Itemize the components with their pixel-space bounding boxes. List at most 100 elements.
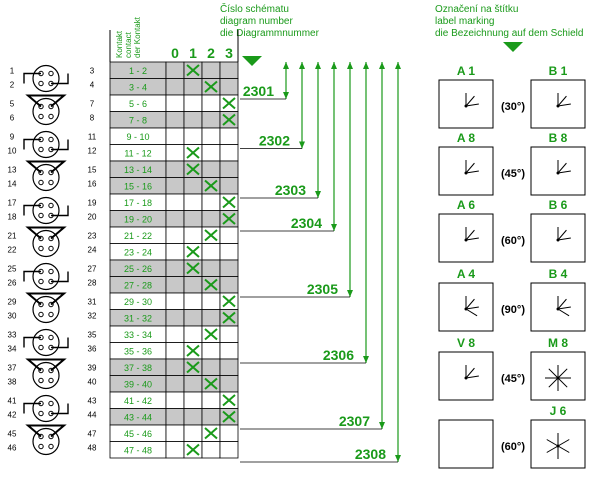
switch-cell [219, 259, 239, 277]
marking-code: A 8 [457, 131, 476, 145]
marking-spoke [465, 308, 478, 317]
diagram-number-2304: 2304 [291, 215, 322, 231]
terminal-number: 10 [8, 147, 17, 156]
closed-contact-mark [204, 427, 218, 440]
switch-cell [201, 111, 221, 129]
contact-terminal [48, 311, 54, 318]
contact-bridge [25, 292, 67, 306]
switch-cell [165, 391, 185, 409]
switch-cell [165, 441, 185, 459]
position-header-0: 0 [171, 45, 179, 61]
contact-terminal [38, 377, 44, 384]
contact-row-label: 23 - 24 [124, 248, 152, 258]
terminal-number: 39 [88, 364, 97, 373]
header-line: diagram number [220, 16, 293, 27]
terminal-number: 7 [90, 100, 95, 109]
terminal-number: 33 [8, 331, 17, 340]
contact-terminal [38, 245, 44, 252]
terminal-number: 25 [8, 265, 17, 274]
terminal-number: 31 [88, 298, 97, 307]
marking-spoke [557, 170, 571, 174]
diagram-header-arrow [242, 56, 262, 66]
marking-spoke [557, 439, 570, 447]
closed-contact-mark [222, 196, 236, 209]
terminal-number: 23 [88, 232, 97, 241]
contact-terminal [38, 80, 44, 87]
switch-cell [219, 441, 239, 459]
diagram-range-arrow-bottom [283, 92, 289, 99]
terminal-number: 4 [90, 81, 95, 90]
closed-contact-mark [186, 163, 200, 176]
switch-cell [201, 243, 221, 261]
terminal-number: 20 [88, 213, 97, 222]
switch-cell [165, 325, 185, 343]
diagram-range-arrow-top [315, 62, 321, 69]
diagram-number-2306: 2306 [323, 347, 354, 363]
contact-bridge [23, 402, 41, 414]
closed-contact-mark [204, 278, 218, 291]
closed-contact-mark [186, 146, 200, 159]
contact-bridge [51, 337, 69, 349]
contact-bridge [25, 226, 67, 240]
contact-bridge [51, 139, 69, 151]
switch-cell [201, 144, 221, 162]
marking-spoke [557, 308, 570, 317]
switch-cell [201, 193, 221, 211]
contact-row-label: 3 - 4 [129, 83, 147, 93]
marking-box-left [438, 419, 494, 469]
marking-code: B 8 [549, 131, 568, 145]
marking-angle: (60°) [501, 441, 525, 453]
terminal-number: 28 [88, 279, 97, 288]
contact-row-label: 37 - 38 [124, 363, 152, 373]
terminal-number: 13 [8, 166, 17, 175]
contact-terminal [38, 113, 44, 120]
marking-code: B 6 [549, 198, 568, 212]
contact-terminal [48, 245, 54, 252]
marking-angle: (30°) [501, 101, 525, 113]
contact-row-label: 47 - 48 [124, 446, 152, 456]
closed-contact-mark [204, 229, 218, 242]
marking-code: V 8 [457, 336, 475, 350]
contact-header-line: Kontakt [115, 30, 124, 58]
switch-cell [165, 78, 185, 96]
switch-cell [201, 292, 221, 310]
diagram-number-header: Číslo schématu diagram number die Diagra… [220, 4, 319, 40]
contact-bridge [25, 358, 67, 372]
contact-row-label: 35 - 36 [124, 347, 152, 357]
contact-row-label: 5 - 6 [129, 99, 147, 109]
closed-contact-mark [204, 179, 218, 192]
terminal-number: 44 [88, 411, 97, 420]
contact-terminal [38, 443, 44, 450]
switch-cell [201, 309, 221, 327]
switch-cell [183, 226, 203, 244]
switch-cell [165, 111, 185, 129]
marking-spoke [557, 445, 570, 453]
marking-spoke [465, 162, 475, 174]
switch-cell [183, 78, 203, 96]
marking-center [464, 171, 468, 175]
marking-code: A 4 [457, 267, 476, 281]
diagram-range-arrow-top [347, 62, 353, 69]
diagram-number-2305: 2305 [307, 281, 338, 297]
terminal-number: 24 [88, 246, 97, 255]
switch-cell [219, 78, 239, 96]
closed-contact-mark [222, 311, 236, 324]
terminal-number: 46 [8, 444, 17, 453]
closed-contact-mark [222, 410, 236, 423]
marking-angle: (90°) [501, 304, 525, 316]
contact-bridge [23, 204, 41, 216]
marking-spoke [557, 306, 571, 310]
marking-code: B 1 [549, 64, 568, 78]
position-header-2: 2 [207, 45, 215, 61]
marking-spoke [557, 103, 571, 107]
terminal-number: 1 [10, 67, 15, 76]
terminal-number: 42 [8, 411, 17, 420]
closed-contact-mark [186, 344, 200, 357]
diagram-range-arrow-bottom [315, 191, 321, 198]
switch-cell [219, 61, 239, 79]
terminal-number: 41 [8, 397, 17, 406]
switch-cell [165, 193, 185, 211]
contact-terminal [48, 443, 54, 450]
switch-cell [165, 259, 185, 277]
contact-row-label: 9 - 10 [126, 132, 149, 142]
